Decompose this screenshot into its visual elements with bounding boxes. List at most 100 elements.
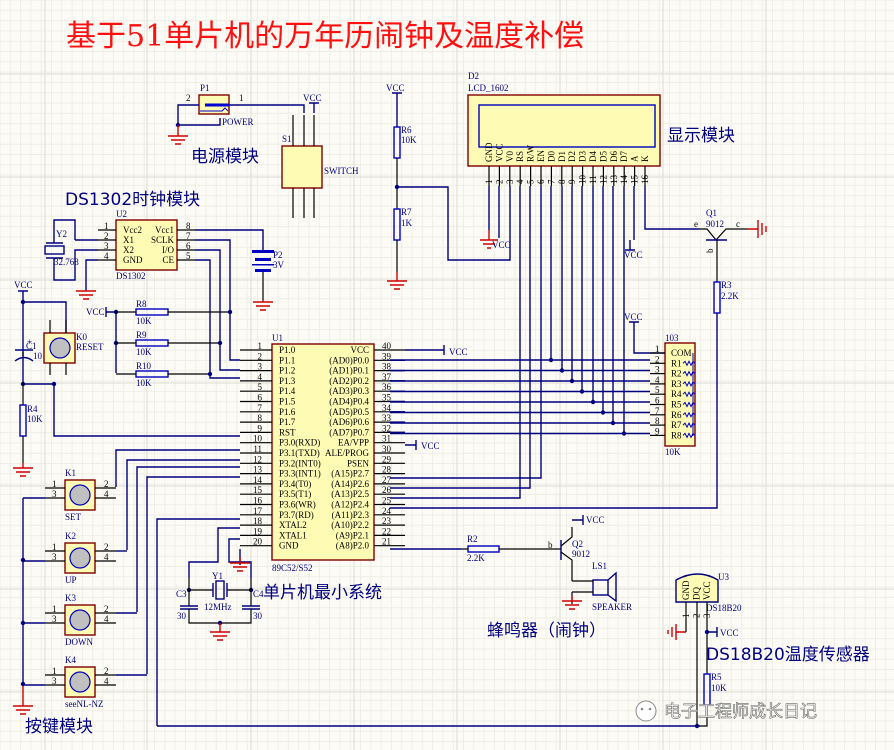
junction [610,420,616,426]
mcu-pin-number: 30 [382,444,392,454]
crystal-y1[interactable] [215,580,225,600]
lcd-name: LCD_1602 [468,83,509,93]
resistor-r8[interactable] [135,308,169,316]
junction [600,410,606,415]
lcd-pin-name: D5 [598,151,608,162]
speaker-ls1[interactable] [592,579,609,596]
rn-pin-name: R3 [671,379,682,389]
resistor-r10[interactable] [135,370,169,378]
junction [579,389,585,394]
y2-value: 32.768 [54,257,79,267]
r3-value: 2.2K [721,291,739,301]
key-pin-number: 1 [52,604,57,614]
u3-name: DS18B20 [706,603,742,613]
mcu-pin-number: 6 [258,393,263,403]
resistor-r6[interactable] [393,126,401,159]
r4-value: 10K [27,414,43,424]
mcu-pin-number: 7 [258,403,263,413]
ds1302-pin-label: SCLK [151,235,175,245]
key-name: SET [65,512,82,522]
mcu-pin-label: (A8)P2.0 [336,541,370,551]
resistor-r9[interactable] [135,339,169,347]
mcu-pin-number: 32 [382,423,391,433]
resistor-r7[interactable] [393,208,401,241]
mcu-pin-number: 23 [382,516,392,526]
c3-value: 30 [177,611,187,621]
module-label-buzzer: 蜂鸣器（闹钟） [487,621,606,641]
rn-pin-name: R2 [671,369,682,379]
mcu-pin-number: 3 [258,362,263,372]
mcu-pin-number: 38 [382,362,392,372]
mcu-pin-label: P3.1(TXD) [279,448,320,458]
lcd-display[interactable] [467,94,661,167]
mcu-pin-label: P1.6 [279,407,296,417]
mcu-pin-label: PSEN [347,458,370,468]
module-label-mcu: 单片机最小系统 [263,583,382,603]
key-name: UP [65,575,77,585]
junction [569,378,575,384]
c4-ref: C4 [253,589,264,599]
vcc-label: VCC [492,240,511,250]
key-ref: K4 [65,655,76,665]
lcd-pin-name: GND [484,142,494,162]
q1-b: b [705,248,715,253]
rn-pin-number: 8 [655,416,660,426]
rn-pin-name: R1 [671,358,682,368]
key-name: seeNL-NZ [65,699,103,709]
q2-b: b [548,540,553,550]
vcc-label: VCC [303,93,322,103]
key-name: DOWN [65,637,93,647]
mcu-pin-label: EA/VPP [338,438,369,448]
mcu-pin-number: 22 [382,526,391,536]
vcc-label: VCC [720,628,739,638]
mcu-pin-number: 14 [253,475,263,485]
key-pin-number: 4 [104,552,109,562]
pullup-value: 10K [136,378,152,388]
ds1302-pin-number: 4 [104,251,109,261]
lcd-pin-name: D7 [619,151,629,162]
crystal-y2[interactable] [44,245,65,255]
module-label-power: 电源模块 [191,147,259,167]
u3-pin-name: DQ [692,587,702,600]
lcd-pin-name: D2 [567,151,577,162]
rn-ref: 103 [665,333,679,343]
key-pin-number: 4 [104,489,109,499]
vcc-label: VCC [386,83,405,93]
mcu-pin-label: P1.3 [279,376,296,386]
module-label-temp: DS18B20温度传感器 [706,645,870,665]
q1-ref: Q1 [706,208,717,218]
mcu-pin-number: 40 [382,341,392,351]
power-switch-s1[interactable] [281,145,323,189]
watermark-text: 电子工程师成长日记 [664,702,817,722]
ground-symbol [168,125,188,145]
mcu-pin-label: XTAL1 [279,530,307,540]
lcd-pin-name: RS [515,151,525,162]
mcu-pin-number: 12 [253,454,262,464]
lcd-pin-name: R/W [526,144,536,162]
mcu-pin-number: 33 [382,413,392,423]
ds1302-pin-label: Vcc2 [123,225,142,235]
q1-c: c [736,219,740,229]
key-pin-number: 1 [52,479,57,489]
rn-pin-number: 1 [655,344,660,354]
rn-pin-name: R7 [671,420,682,430]
mcu-pin-number: 11 [253,444,262,454]
mcu-pin-number: 8 [258,413,263,423]
temp-sensor-u3[interactable] [675,573,719,603]
mcu-pin-label: (A9)P2.1 [336,530,369,540]
rtc-chip-ds1302[interactable] [115,219,178,271]
crystal-oscillator: Y1 12MHz C3 30 C4 30 [176,527,264,641]
r5-value: 10K [711,683,727,693]
microcontroller-u1[interactable] [271,343,375,561]
lcd-pin-name: VCC [494,143,504,162]
rn-pin-number: 2 [655,354,660,364]
resistor-r3[interactable] [713,281,721,314]
junction [590,399,596,405]
vcc-label: VCC [624,250,643,260]
lcd-pin-name: D6 [609,151,619,162]
mcu-pin-number: 28 [382,465,392,475]
c3-ref: C3 [176,589,187,599]
u2-name: DS1302 [116,271,146,281]
